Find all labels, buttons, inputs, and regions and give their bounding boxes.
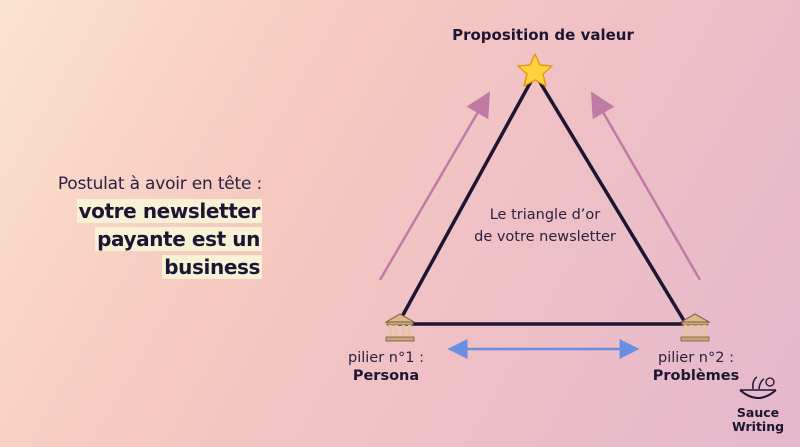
pillar-1-number: pilier n°1 : xyxy=(348,350,424,366)
logo-line-2: Writing xyxy=(731,419,785,434)
apex-title: Proposition de valeur xyxy=(452,26,634,44)
classical-building-icon xyxy=(384,313,416,342)
postulat-block: Postulat à avoir en tête : votre newslet… xyxy=(20,174,262,281)
logo-line-1: Sauce xyxy=(736,405,780,420)
star-icon xyxy=(517,53,553,87)
postulat-intro: Postulat à avoir en tête : xyxy=(57,174,262,194)
postulat-line-2: payante est un xyxy=(95,227,262,251)
up-arrow-left xyxy=(378,91,491,281)
pillar-1-name: Persona xyxy=(352,368,420,384)
postulat-line-1: votre newsletter xyxy=(76,199,262,223)
pillar-2-name: Problèmes xyxy=(652,368,740,384)
classical-building-icon xyxy=(679,313,711,342)
triangle-center-label: Le triangle d’or de votre newsletter xyxy=(440,204,650,248)
center-label-line-2: de votre newsletter xyxy=(474,229,616,245)
pillar-2-number: pilier n°2 : xyxy=(658,350,734,366)
pillar-1-label: pilier n°1 : Persona xyxy=(326,350,446,384)
sauce-writing-logo: Sauce Writing xyxy=(726,372,790,438)
postulat-line-3: business xyxy=(162,255,262,279)
up-arrow-right xyxy=(590,91,702,281)
bowl-icon xyxy=(739,376,777,399)
center-label-line-1: Le triangle d’or xyxy=(489,207,601,223)
triangle-outline xyxy=(396,72,688,326)
pillar-2-label: pilier n°2 : Problèmes xyxy=(636,350,756,384)
